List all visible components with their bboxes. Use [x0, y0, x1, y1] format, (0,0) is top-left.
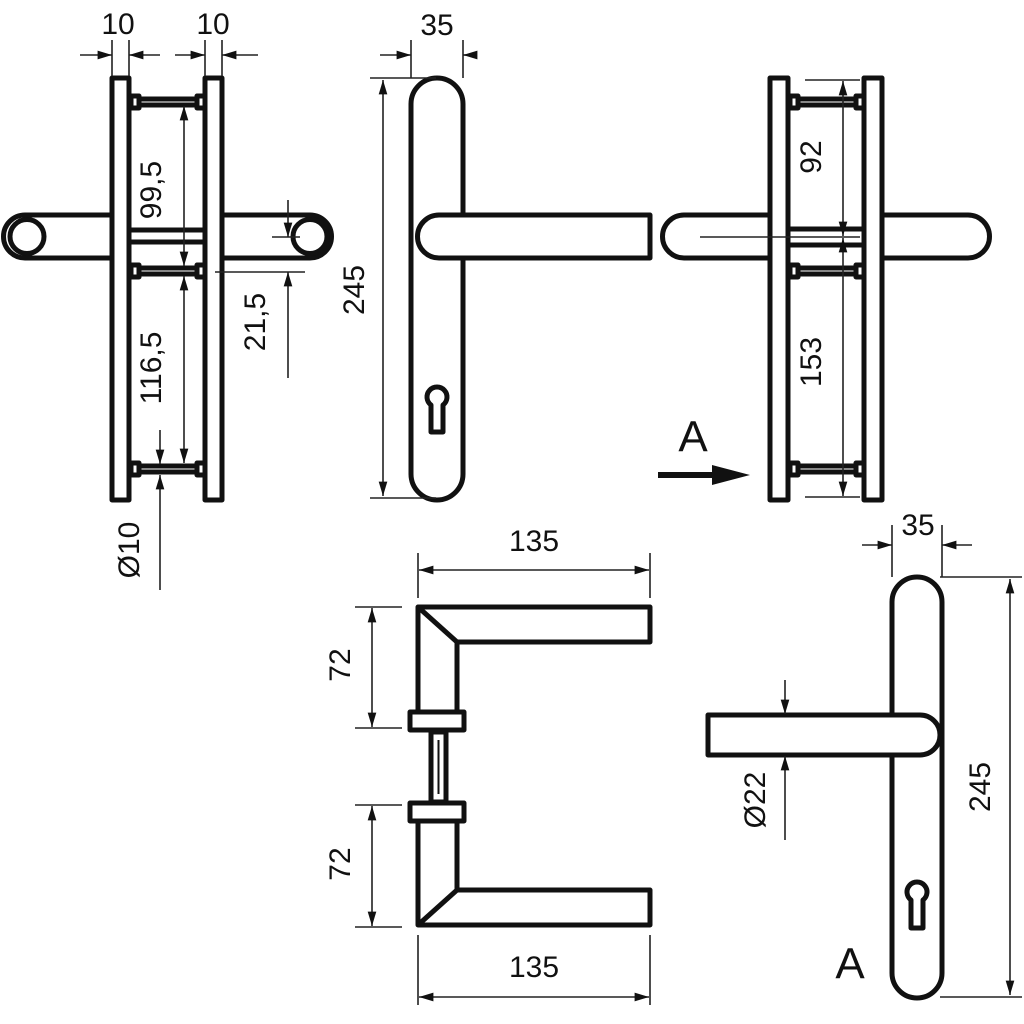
front-view-1: 35 245: [338, 9, 653, 503]
keyhole-icon: [424, 384, 450, 435]
dim-245: 245: [338, 265, 371, 315]
plate-right: [861, 75, 885, 503]
dim-35: 35: [420, 9, 453, 42]
dim-245-view-a: 245: [964, 762, 997, 812]
side-view-2: 92 153 A: [658, 75, 992, 503]
lever-handle: [705, 712, 943, 758]
keyhole-icon: [904, 879, 930, 931]
side-view-1: 10 10 99,5 116,5 21,5 Ø10: [1, 8, 334, 590]
lower-rose: [407, 800, 467, 824]
spindle: [126, 227, 208, 245]
dim-21-5: 21,5: [239, 293, 272, 351]
dim-135-top: 135: [509, 525, 559, 558]
lower-lever: [415, 818, 653, 928]
dim-92: 92: [795, 140, 828, 173]
dim-72-bottom: 72: [324, 847, 357, 880]
right-handle: [879, 212, 992, 261]
view-direction-arrow-icon: [658, 465, 750, 485]
upper-rose: [407, 709, 467, 733]
bolts: [128, 93, 208, 478]
dim-116-5: 116,5: [135, 332, 168, 405]
plate-left: [767, 75, 791, 503]
bolts: [787, 93, 867, 478]
lever-handle: [415, 212, 653, 261]
dim-35-view-a: 35: [901, 509, 934, 542]
view-a: 35 245 Ø22 A: [705, 509, 1022, 1001]
dim-99-5: 99,5: [135, 161, 168, 219]
dim-153: 153: [795, 337, 828, 387]
view-marker-a: A: [678, 413, 708, 462]
top-view: 135 72 72 135: [324, 525, 653, 1005]
dim-diameter-10: Ø10: [113, 522, 146, 579]
dim-10-left: 10: [101, 8, 134, 41]
plate-left: [109, 75, 132, 503]
left-handle: [1, 212, 115, 261]
handle-end-circle: [7, 217, 47, 256]
plate-right: [202, 75, 225, 503]
dim-72-top: 72: [324, 648, 357, 681]
dim-135-bottom: 135: [509, 951, 559, 984]
dim-10-right: 10: [196, 8, 229, 41]
backplate: [408, 75, 466, 503]
upper-lever: [415, 604, 653, 715]
backplate: [889, 574, 945, 1001]
view-label-a: A: [835, 940, 865, 989]
dim-diameter-22: Ø22: [739, 772, 772, 829]
